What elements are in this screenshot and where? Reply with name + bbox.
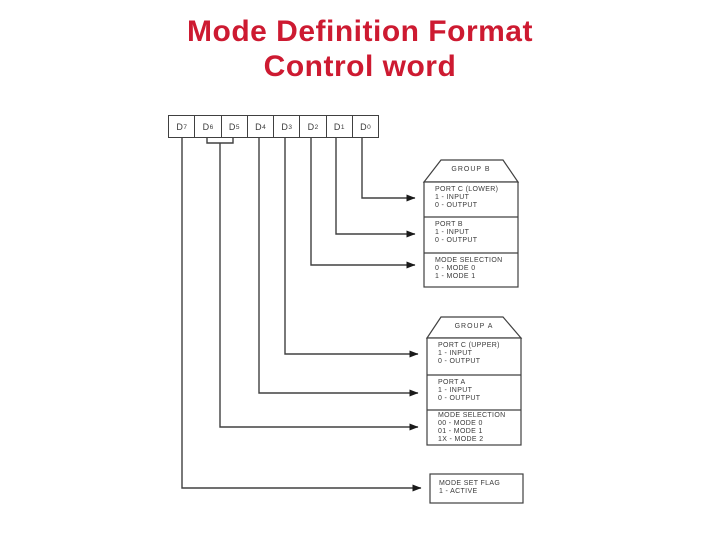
group-b-section-port-c-lower: PORT C (LOWER) 1 - INPUT 0 - OUTPUT [435, 186, 498, 210]
bit-subscript: 3 [288, 123, 292, 131]
bit-letter: D [202, 122, 210, 132]
group-a-section-port-a: PORT A 1 - INPUT 0 - OUTPUT [438, 379, 480, 403]
connector-d1-port-b [335, 137, 416, 238]
section-line: 0 - OUTPUT [435, 202, 478, 209]
section-line: 1 - ACTIVE [439, 488, 478, 495]
mode-set-flag-box [429, 473, 524, 504]
section-line: 01 - MODE 1 [438, 428, 483, 435]
bit-subscript: 6 [209, 123, 214, 131]
section-title: PORT B [435, 221, 463, 228]
bit-subscript: 2 [314, 123, 319, 131]
section-line: 1 - MODE 1 [435, 273, 476, 280]
group-b-section-mode-selection: MODE SELECTION 0 - MODE 0 1 - MODE 1 [435, 257, 503, 281]
connector-d3-port-c-upper [284, 137, 419, 358]
group-a-section-mode-selection: MODE SELECTION 00 - MODE 0 01 - MODE 1 1… [438, 412, 506, 444]
group-b-header-label: GROUP B [451, 166, 491, 173]
section-line: 0 - OUTPUT [438, 358, 481, 365]
bit-letter: D [228, 122, 236, 132]
bit-letter: D [333, 122, 341, 132]
page-title: Mode Definition Format Control word [0, 14, 720, 84]
group-a-box [426, 337, 522, 446]
connector-d0-port-c-lower [361, 137, 416, 202]
section-title: PORT C (LOWER) [435, 186, 499, 193]
section-line: 1 - INPUT [435, 229, 470, 236]
section-title: PORT A [438, 379, 466, 386]
connector-d4-port-a [258, 137, 419, 397]
section-title: PORT C (UPPER) [438, 342, 500, 349]
bit-subscript: 7 [183, 123, 187, 131]
bit-subscript: 1 [340, 123, 345, 131]
connector-d7-mode-set-flag [181, 137, 422, 492]
bit-subscript: 5 [235, 123, 240, 131]
title-line-1: Mode Definition Format [187, 15, 533, 48]
bit-letter: D [176, 122, 183, 132]
group-b-section-port-b: PORT B 1 - INPUT 0 - OUTPUT [435, 221, 477, 245]
title-line-2: Control word [263, 50, 457, 83]
section-title: MODE SELECTION [435, 257, 503, 264]
bit-letter: D [255, 122, 262, 132]
connector-d2-mode-selection-b [310, 137, 416, 269]
group-b-box [423, 181, 519, 288]
mode-set-flag-label: MODE SET FLAG 1 - ACTIVE [439, 480, 500, 496]
section-line: 1 - INPUT [435, 194, 470, 201]
section-line: 1 - INPUT [438, 387, 473, 394]
section-title: MODE SET FLAG [439, 480, 501, 487]
bit-letter: D [307, 122, 315, 132]
bit-subscript: 0 [367, 123, 371, 131]
section-line: 0 - OUTPUT [438, 395, 481, 402]
connector-d6-d5-mode-selection-a [219, 143, 419, 431]
section-title: MODE SELECTION [438, 412, 506, 419]
bit-letter: D [360, 122, 367, 132]
section-line: 1X - MODE 2 [438, 436, 484, 443]
section-line: 0 - OUTPUT [435, 237, 478, 244]
bit-subscript: 4 [262, 123, 266, 131]
section-line: 1 - INPUT [438, 350, 473, 357]
group-a-header-label: GROUP A [454, 323, 494, 330]
group-a-section-port-c-upper: PORT C (UPPER) 1 - INPUT 0 - OUTPUT [438, 342, 500, 366]
section-line: 0 - MODE 0 [435, 265, 476, 272]
section-line: 00 - MODE 0 [438, 420, 483, 427]
bit-letter: D [281, 122, 288, 132]
